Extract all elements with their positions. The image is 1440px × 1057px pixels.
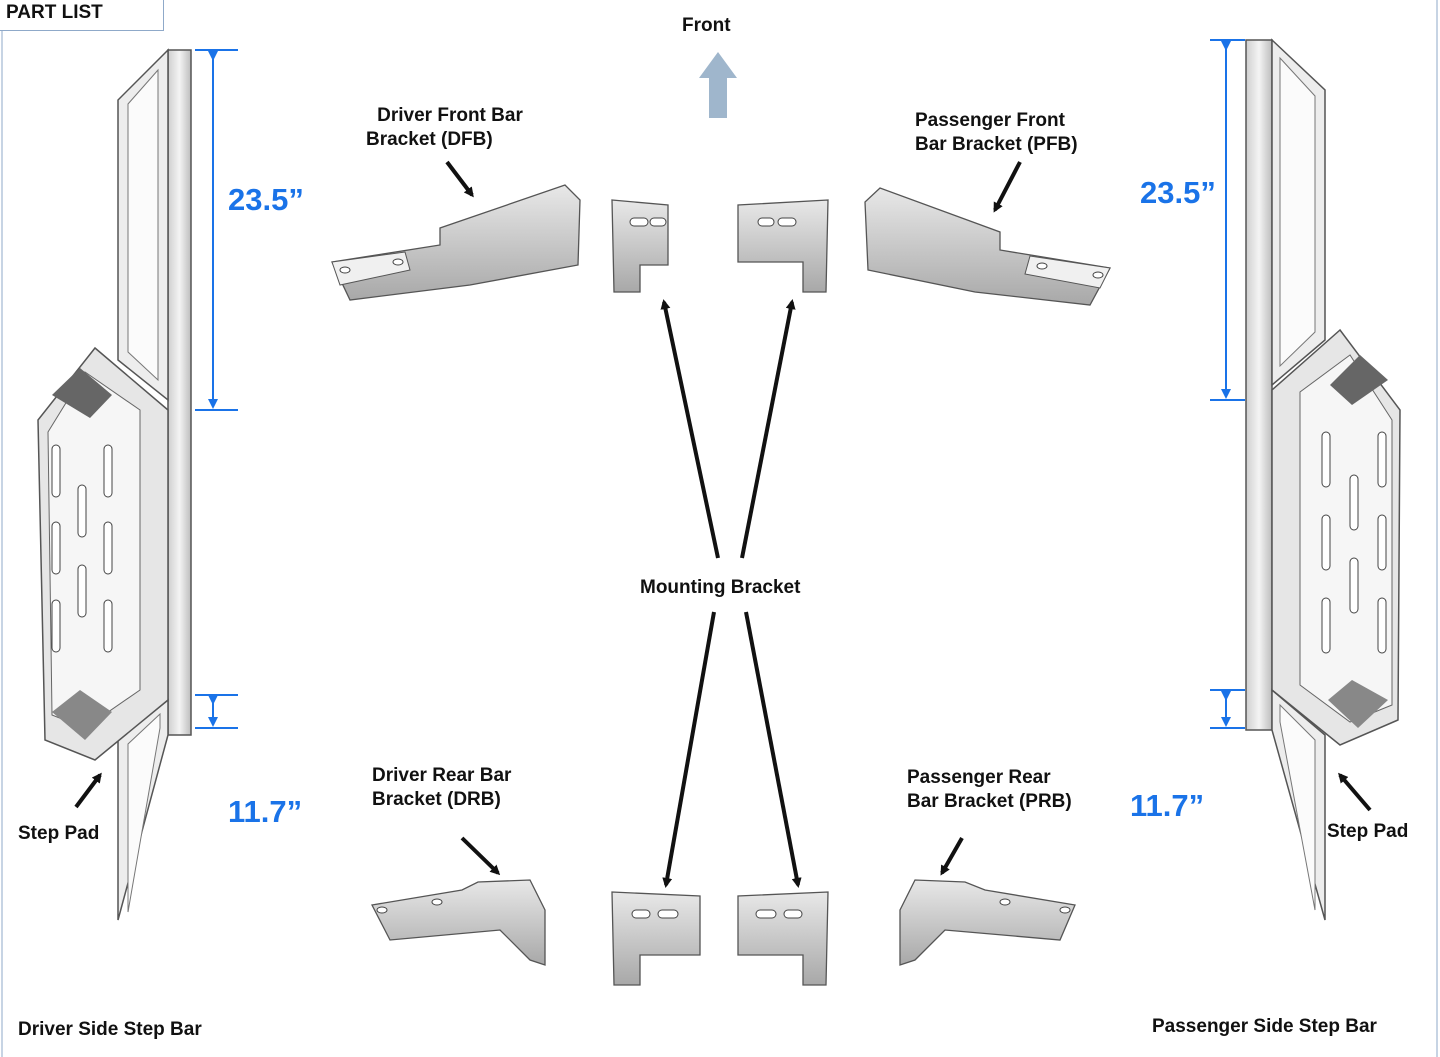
passenger-rear-bracket-label: Passenger Rear Bar Bracket (PRB): [907, 766, 1072, 814]
passenger-step-bar: [1245, 38, 1326, 921]
passenger-step-pad-pointer-arrow: [1338, 772, 1372, 812]
driver-front-bracket-label-line2: Bracket (DFB): [366, 129, 493, 150]
driver-front-bracket-label-line1: Driver Front Bar: [377, 105, 523, 126]
passenger-upper-dimension: 23.5”: [1140, 175, 1216, 210]
mounting-bracket-label: Mounting Bracket: [640, 577, 801, 598]
driver-rear-bracket-label: Driver Rear Bar Bracket (DRB): [372, 764, 511, 812]
front-direction-arrow: [699, 52, 737, 118]
passenger-front-bracket-label: Passenger Front Bar Bracket (PFB): [915, 109, 1078, 157]
passenger-rear-bracket-label-line2: Bar Bracket (PRB): [907, 791, 1072, 812]
pfb-pointer-arrow: [993, 161, 1022, 213]
driver-rear-bracket-label-line2: Bracket (DRB): [372, 789, 501, 810]
passenger-step-pad: [1271, 328, 1401, 746]
driver-front-bracket: [331, 184, 581, 301]
mounting-bracket-front-right: [737, 199, 829, 293]
dfb-pointer-arrow: [445, 160, 474, 198]
driver-lower-dimension-line: [195, 694, 238, 729]
passenger-front-bracket-label-line1: Passenger Front: [915, 110, 1065, 131]
part-list-tab-label: PART LIST: [6, 2, 103, 23]
passenger-step-bar-label: Passenger Side Step Bar: [1152, 1016, 1377, 1037]
passenger-rear-bracket-label-line1: Passenger Rear: [907, 767, 1051, 788]
driver-step-pad: [37, 346, 169, 761]
passenger-step-pad-label: Step Pad: [1327, 821, 1409, 842]
passenger-front-bracket-label-line2: Bar Bracket (PFB): [915, 134, 1078, 155]
passenger-front-bracket: [864, 187, 1112, 306]
drb-pointer-arrow: [460, 836, 501, 876]
mounting-arrow-rear-left: [662, 611, 716, 888]
mounting-arrow-front-left: [660, 299, 720, 559]
mounting-bracket-front-left: [611, 199, 669, 293]
prb-pointer-arrow: [940, 837, 964, 876]
driver-front-bracket-label: Driver Front Bar Bracket (DFB): [360, 104, 540, 152]
front-label: Front: [682, 15, 731, 36]
passenger-rear-bracket: [899, 879, 1076, 966]
part-list-tab: PART LIST: [0, 0, 164, 31]
driver-lower-dimension: 11.7”: [228, 794, 303, 829]
driver-step-pad-pointer-arrow: [74, 772, 102, 809]
mounting-arrow-rear-right: [744, 611, 802, 888]
mounting-arrow-front-right: [740, 299, 796, 559]
driver-step-bar-label: Driver Side Step Bar: [18, 1019, 202, 1040]
passenger-lower-dimension: 11.7”: [1130, 788, 1205, 823]
driver-upper-dimension: 23.5”: [228, 182, 304, 217]
driver-step-pad-label: Step Pad: [18, 823, 100, 844]
passenger-lower-dimension-line: [1210, 689, 1245, 729]
driver-upper-dimension-line: [195, 49, 238, 411]
mounting-bracket-rear-left: [611, 891, 701, 986]
driver-rear-bracket: [371, 879, 546, 966]
pointer-arrows: [74, 160, 1372, 888]
driver-rear-bracket-label-line1: Driver Rear Bar: [372, 765, 512, 786]
passenger-upper-dimension-line: [1210, 39, 1245, 401]
driver-step-bar: [117, 48, 192, 921]
mounting-bracket-rear-right: [737, 891, 829, 986]
